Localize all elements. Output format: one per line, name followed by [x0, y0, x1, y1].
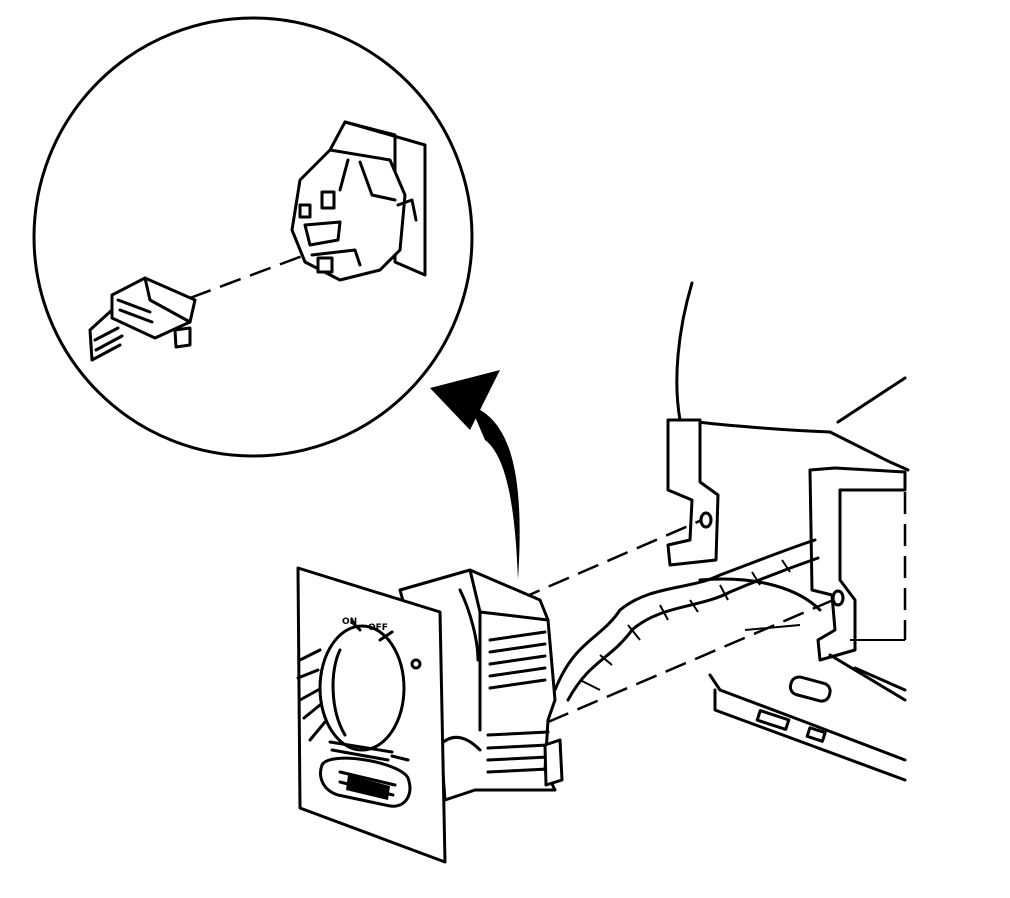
detail-circle [32, 16, 474, 458]
dimmer-thumbwheel [319, 756, 412, 808]
wiring-harness [553, 538, 820, 702]
legend-plate [328, 740, 410, 762]
switch-label-off: OFF [368, 623, 388, 633]
curved-arrow [430, 370, 520, 580]
arrow-head [430, 370, 500, 430]
dashboard-bracket [666, 281, 910, 782]
inset-switch-body [290, 120, 427, 282]
inset-connector-plug [88, 276, 197, 362]
detail-inset [32, 16, 474, 458]
lower-alignment-line [547, 596, 839, 724]
inset-alignment-line [189, 253, 306, 300]
indicator-symbol [410, 658, 422, 670]
rotary-knob: ON OFF [296, 617, 406, 752]
headlamp-switch-assembly: ON OFF [296, 566, 564, 864]
switch-label-on: ON [342, 617, 357, 627]
